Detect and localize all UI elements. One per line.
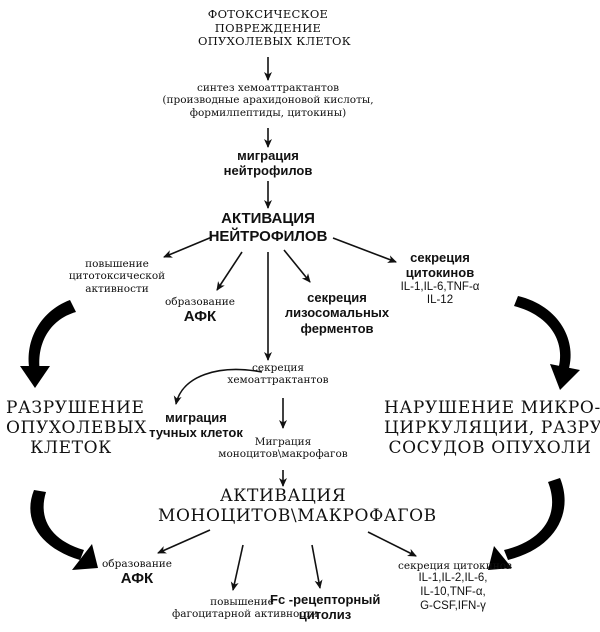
arrow-to-cytotoxic [163, 236, 213, 258]
arrow-to-afk-top [216, 251, 243, 291]
afk-formation-bottom: образование АФК [101, 558, 173, 588]
curved-arrow-right-top [514, 296, 571, 372]
arrow-to-afk-bottom [157, 529, 211, 554]
microcirculation-disruption: НАРУШЕНИЕ МИКРО-ЦИРКУЛЯЦИИ, РАЗРУШЕНИЕСО… [384, 398, 600, 459]
arrow-to-mast-migration [173, 368, 263, 405]
arrow-to-cytokines-bottom [367, 531, 417, 557]
chemoattractant-synthesis: синтез хемоаттрактантов(производные арах… [162, 82, 374, 119]
cytokine-secretion-bottom: секреция цитокинов IL-1,IL-2,IL-6, IL-10… [398, 560, 512, 612]
afk-formation-top: образование АФК [164, 296, 236, 326]
arrow-to-phagocytic [230, 544, 244, 591]
arrow-to-fc-cytolysis [311, 544, 323, 589]
curved-arrow-left-top [28, 300, 76, 372]
curved-arrow-right-bottom [504, 478, 565, 560]
arrow-to-lysosomal [283, 249, 311, 283]
cytokine-secretion-top: секреция цитокинов IL-1,IL-6,TNF-α IL-12 [400, 250, 480, 307]
curved-arrow-left-bottom [30, 490, 84, 560]
arrow-to-cytokines-top [332, 237, 397, 263]
